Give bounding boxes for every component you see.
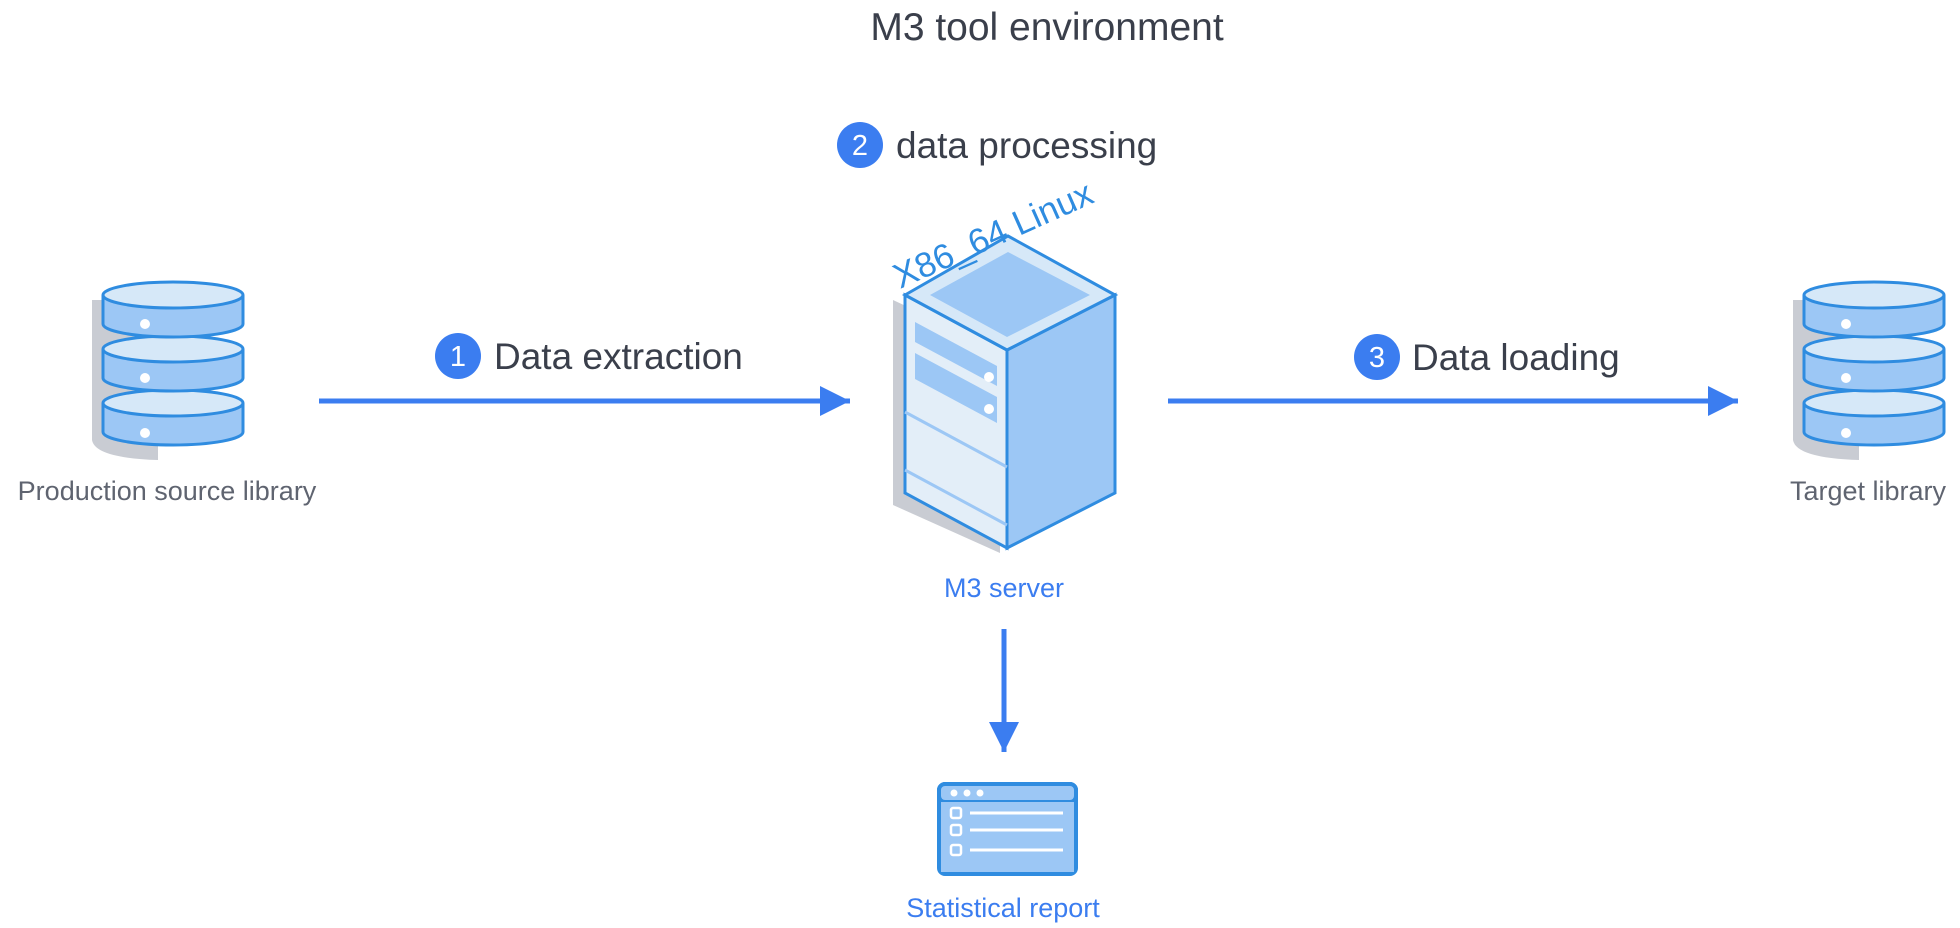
step-2-badge: 2 [837,122,883,168]
step-3-label: Data loading [1412,337,1620,378]
step-3-badge: 3 [1354,334,1400,380]
source-database-icon [92,280,245,460]
server-icon [893,234,1119,553]
server-label: M3 server [944,573,1064,603]
report-label: Statistical report [906,893,1100,923]
step-1-label: Data extraction [494,336,743,377]
report-window-icon [937,782,1078,876]
target-database-label: Target library [1790,476,1947,506]
step-2-label: data processing [896,125,1157,166]
step-3-number: 3 [1369,342,1385,374]
step-2-number: 2 [852,130,868,162]
step-1-number: 1 [450,341,466,373]
target-database-icon [1793,280,1946,460]
step-1-badge: 1 [435,333,481,379]
diagram-title: M3 tool environment [870,6,1224,49]
source-database-label: Production source library [18,476,317,506]
